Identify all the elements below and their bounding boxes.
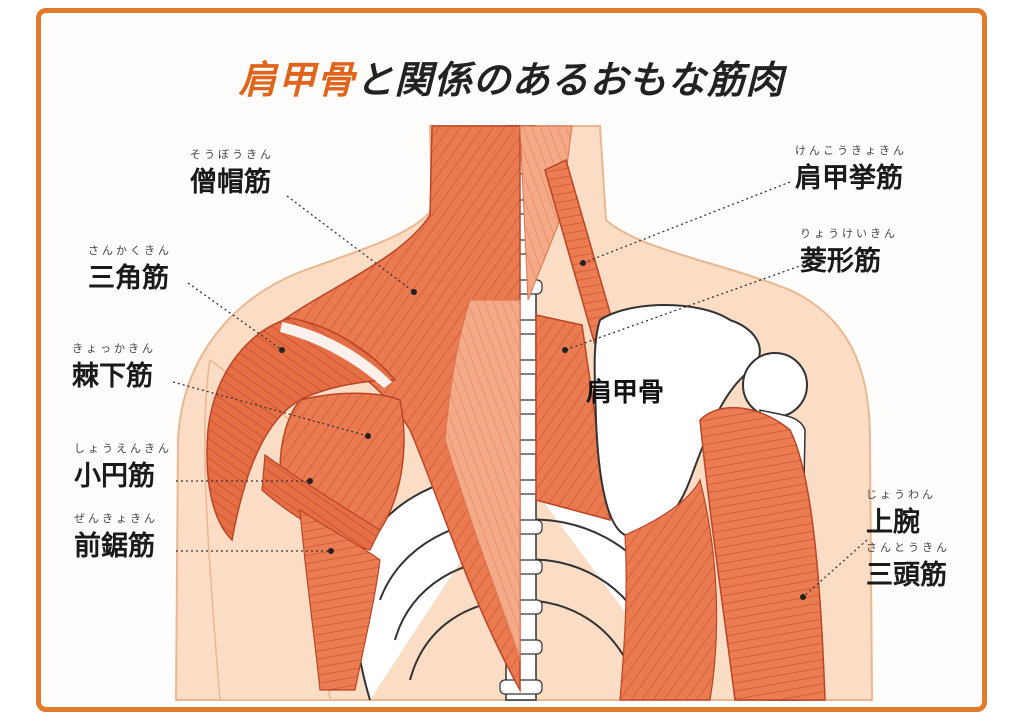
ruby-serratus: ぜんきょきん bbox=[74, 512, 158, 525]
name-infraspinatus: 棘下筋 bbox=[72, 361, 153, 392]
name-teres-minor: 小円筋 bbox=[74, 461, 155, 492]
scapula-label: 肩甲骨 bbox=[586, 378, 665, 408]
label-serratus: ぜんきょきん 前鋸筋 bbox=[74, 510, 158, 563]
ruby-teres-minor: しょうえんきん bbox=[74, 442, 172, 455]
name-deltoid: 三角筋 bbox=[88, 263, 169, 294]
name-triceps-1: 上腕 bbox=[866, 507, 920, 538]
leader-rhomboid bbox=[564, 262, 809, 351]
label-teres-minor: しょうえんきん 小円筋 bbox=[74, 440, 172, 493]
leader-levator bbox=[582, 181, 791, 264]
ruby-infraspinatus: きょっかきん bbox=[72, 342, 156, 355]
title-accent: 肩甲骨 bbox=[238, 58, 356, 102]
leader-dots bbox=[279, 260, 806, 600]
leader-trapezius bbox=[286, 195, 415, 293]
ruby-trapezius: そうぼうきん bbox=[190, 148, 274, 161]
serratus-muscle bbox=[299, 508, 381, 691]
teres-minor-muscle bbox=[261, 453, 381, 551]
latissimus-right bbox=[619, 478, 718, 701]
label-levator: けんこうきょきん 肩甲挙筋 bbox=[795, 142, 907, 195]
label-trapezius: そうぼうきん 僧帽筋 bbox=[190, 146, 274, 199]
name-levator: 肩甲挙筋 bbox=[795, 163, 903, 194]
name-triceps-2: 三頭筋 bbox=[866, 560, 947, 591]
ruby-deltoid: さんかくきん bbox=[88, 244, 172, 257]
leader-triceps bbox=[802, 539, 868, 598]
deltoid-muscle bbox=[206, 317, 397, 542]
trapezius-lower bbox=[444, 299, 521, 661]
ruby-rhomboid: りょうけいきん bbox=[800, 227, 898, 240]
title-rest: と関係のあるおもな筋肉 bbox=[355, 58, 785, 102]
name-trapezius: 僧帽筋 bbox=[190, 167, 271, 198]
label-triceps: じょうわん 上腕 さんとうきん 三頭筋 bbox=[866, 486, 950, 592]
ruby-triceps-1: じょうわん bbox=[866, 488, 936, 501]
page-title: 肩甲骨と関係のあるおもな筋肉 bbox=[41, 49, 982, 104]
leader-lines bbox=[172, 181, 868, 598]
rhomboid-muscle bbox=[535, 314, 611, 522]
triceps-muscle bbox=[699, 407, 826, 701]
scapula-bone bbox=[593, 304, 761, 537]
ruby-triceps-2: さんとうきん bbox=[866, 541, 950, 554]
ruby-levator: けんこうきょきん bbox=[795, 144, 907, 157]
label-deltoid: さんかくきん 三角筋 bbox=[88, 242, 172, 295]
leader-infraspinatus bbox=[172, 381, 369, 437]
humeral-head bbox=[742, 352, 808, 418]
scapular-spine-highlight bbox=[280, 322, 392, 388]
label-infraspinatus: きょっかきん 棘下筋 bbox=[72, 340, 156, 393]
name-serratus: 前鋸筋 bbox=[74, 531, 155, 562]
name-rhomboid: 菱形筋 bbox=[800, 246, 881, 277]
leader-deltoid bbox=[187, 282, 283, 351]
label-rhomboid: りょうけいきん 菱形筋 bbox=[800, 225, 898, 278]
